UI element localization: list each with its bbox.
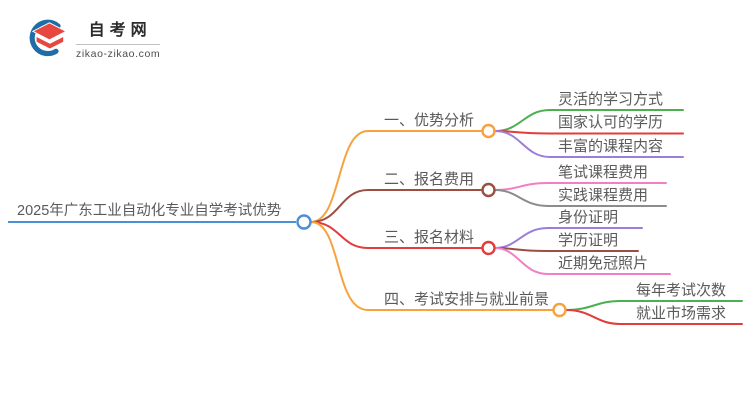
branch-1-handle[interactable] [481,123,496,139]
root-node-label[interactable]: 2025年广东工业自动化专业自学考试优势 [17,203,282,219]
branch-3-child-3-connector [494,247,671,275]
branch-1-child-3-label[interactable]: 丰富的课程内容 [558,138,664,155]
branch-1-connector [310,130,482,223]
branch-1-child-1-label[interactable]: 灵活的学习方式 [558,91,664,108]
logo-domain: zikao-zikao.com [76,44,161,60]
branch-3-connector [310,221,482,249]
graduation-cap-logo-icon [29,19,67,57]
branch-3-child-2-label[interactable]: 学历证明 [558,232,619,249]
site-logo[interactable]: 自考网 zikao-zikao.com [29,16,161,60]
branch-2-handle[interactable] [481,182,496,198]
branch-2-child-2-connector [494,189,667,207]
branch-2-child-1-label[interactable]: 笔试课程费用 [558,164,649,181]
branch-3-handle[interactable] [481,240,496,256]
branch-1-label[interactable]: 一、优势分析 [384,112,475,129]
branch-3-child-3-label[interactable]: 近期免冠照片 [558,255,649,272]
branch-2-child-2-label[interactable]: 实践课程费用 [558,187,649,204]
branch-4-child-2-connector [565,309,743,325]
branch-4-connector [310,221,554,311]
branch-3-label[interactable]: 三、报名材料 [384,229,475,246]
branch-4-child-1-label[interactable]: 每年考试次数 [636,282,727,299]
branch-2-label[interactable]: 二、报名费用 [384,171,475,188]
logo-title: 自考网 [88,22,152,39]
branch-4-label[interactable]: 四、考试安排与就业前景 [384,291,550,308]
branch-2-connector [310,189,482,223]
branch-1-child-3-connector [494,130,684,158]
branch-4-child-2-label[interactable]: 就业市场需求 [636,305,727,322]
branch-3-child-1-label[interactable]: 身份证明 [558,209,619,226]
root-node-handle[interactable] [296,214,312,230]
logo-text-block: 自考网 zikao-zikao.com [76,16,161,60]
branch-4-handle[interactable] [552,302,567,318]
branch-1-child-2-label[interactable]: 国家认可的学历 [558,114,664,131]
